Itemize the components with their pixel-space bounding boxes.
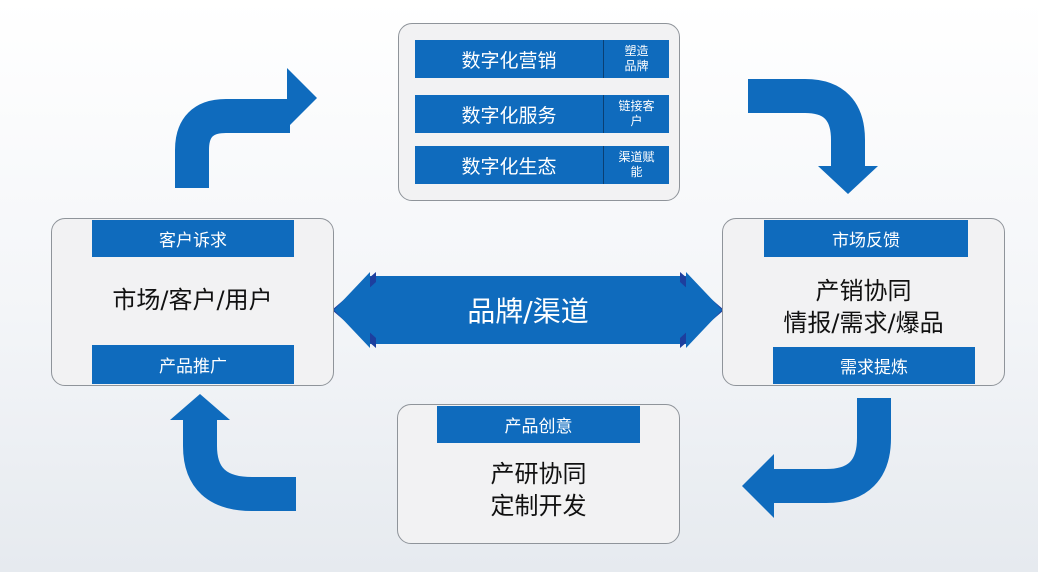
bottom-top-tag: 产品创意: [437, 406, 640, 443]
row-label: 数字化营销: [415, 40, 603, 78]
bottom-main-line2: 定制开发: [490, 492, 587, 520]
arrow-left-up-icon: [170, 394, 296, 511]
left-bottom-tag: 产品推广: [92, 345, 294, 384]
right-main-line2: 情报/需求/爆品: [783, 309, 944, 337]
right-main-line1: 产销协同: [815, 277, 912, 305]
top-row-service: 数字化服务 链接客户: [415, 95, 669, 133]
arrow-down-left-icon: [742, 398, 891, 518]
center-double-arrow: [332, 272, 724, 348]
row-label: 数字化生态: [415, 146, 603, 184]
row-sub: 链接客户: [603, 95, 669, 133]
right-top-tag: 市场反馈: [764, 220, 968, 257]
row-sub: 渠道赋能: [603, 146, 669, 184]
bottom-main-line1: 产研协同: [490, 460, 587, 488]
left-main-text: 市场/客户/用户: [112, 286, 273, 314]
row-label: 数字化服务: [415, 95, 603, 133]
row-sub: 塑造品牌: [603, 40, 669, 78]
right-bottom-tag: 需求提炼: [773, 347, 975, 384]
top-row-ecosystem: 数字化生态 渠道赋能: [415, 146, 669, 184]
left-top-tag: 客户诉求: [92, 220, 294, 257]
arrow-right-down-icon: [748, 79, 878, 194]
arrow-up-right-icon: [175, 68, 317, 188]
top-row-marketing: 数字化营销 塑造品牌: [415, 40, 669, 78]
center-label: 品牌/渠道: [467, 295, 589, 328]
